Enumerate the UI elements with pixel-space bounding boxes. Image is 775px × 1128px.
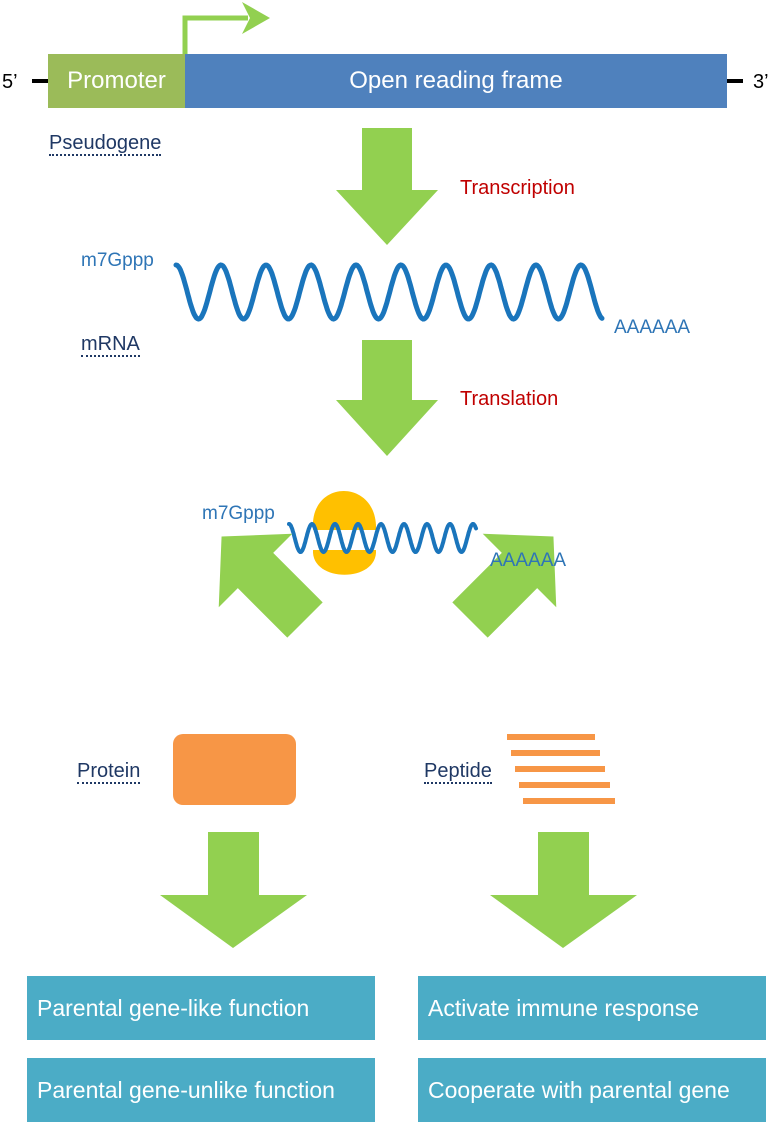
- peptide-function-box: Activate immune response: [418, 976, 766, 1040]
- transcription-arrow-icon: [336, 128, 438, 245]
- peptide-fragment: [511, 750, 600, 756]
- peptide-fragment: [515, 766, 605, 772]
- protein-function-arrow-icon: [160, 832, 307, 948]
- mrna-cap-label: m7Gppp: [81, 250, 154, 271]
- promoter-label: Promoter: [67, 67, 166, 94]
- peptide-fragment: [523, 798, 615, 804]
- ribosome-mrna-polya-tail-label: AAAAAA: [490, 550, 567, 571]
- mrna-strand: [173, 262, 605, 322]
- peptide-fragment: [519, 782, 610, 788]
- ribosome-mrna-cap-label: m7Gppp: [202, 503, 275, 524]
- mrna-polya-tail-label: AAAAAA: [614, 317, 691, 338]
- pseudogene-label: Pseudogene: [49, 132, 162, 156]
- five-prime-label: 5’: [2, 71, 18, 93]
- protein-function-box: Parental gene-like function: [27, 976, 375, 1040]
- peptide-function-arrow-icon: [490, 832, 637, 948]
- protein-shape: [173, 734, 296, 805]
- peptide-label: Peptide: [424, 760, 492, 784]
- transcription-start-arrow-icon: [182, 15, 248, 54]
- translation-arrow-icon: [336, 340, 438, 456]
- peptide-fragments: [507, 734, 615, 804]
- to-protein-arrow-icon: [218, 533, 323, 638]
- translation-label: Translation: [460, 388, 559, 410]
- protein-label: Protein: [77, 760, 141, 784]
- peptide-function-box: Cooperate with parental gene: [418, 1058, 766, 1122]
- ribosome-small-subunit: [312, 550, 377, 575]
- three-prime-label: 3’: [753, 71, 769, 93]
- orf-label: Open reading frame: [349, 67, 563, 94]
- peptide-fragment: [507, 734, 595, 740]
- translating-mrna-strand: [287, 521, 478, 555]
- protein-function-box: Parental gene-unlike function: [27, 1058, 375, 1122]
- to-peptide-arrow-icon: [452, 533, 557, 638]
- open-reading-frame-block: [185, 54, 727, 108]
- ribosome-large-subunit: [312, 491, 377, 530]
- promoter-block: [48, 54, 185, 108]
- transcription-start-arrowhead-icon: [242, 2, 270, 34]
- transcription-label: Transcription: [460, 177, 575, 199]
- mrna-label: mRNA: [81, 333, 140, 357]
